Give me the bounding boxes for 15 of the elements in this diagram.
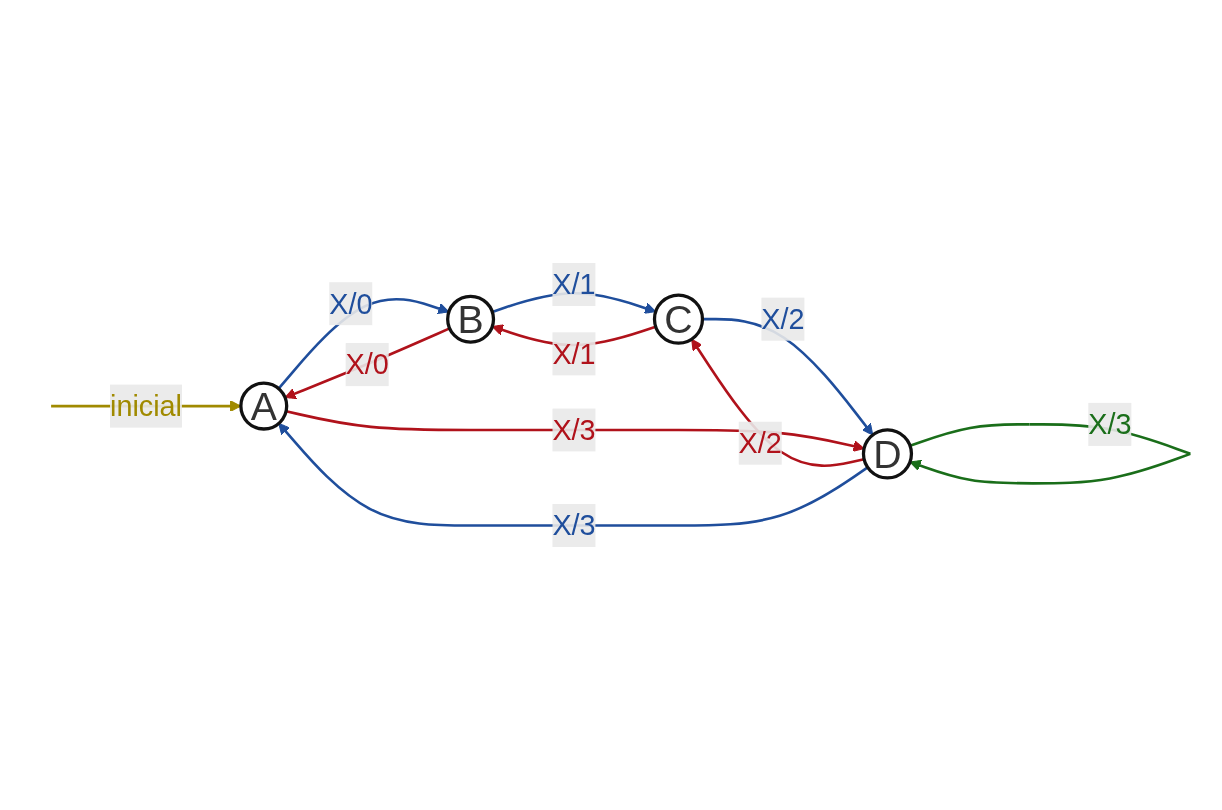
edge-label: X/1 xyxy=(552,268,596,301)
edge-label: X/0 xyxy=(345,348,389,382)
edge-label: X/3 xyxy=(1088,408,1132,441)
edge-label: X/3 xyxy=(552,413,596,447)
node-circle: B xyxy=(446,294,496,344)
edge-label: X/1 xyxy=(552,337,596,371)
edge-label: X/2 xyxy=(738,426,782,460)
edge-label: X/0 xyxy=(329,287,373,321)
node-circle: C xyxy=(652,293,705,345)
edge-label: X/3 xyxy=(552,509,596,542)
edge-label: inicial xyxy=(109,389,182,423)
node-circle: D xyxy=(861,428,914,480)
node-circle: A xyxy=(239,381,289,431)
arrow xyxy=(278,422,869,527)
edge-label: X/2 xyxy=(761,302,805,336)
